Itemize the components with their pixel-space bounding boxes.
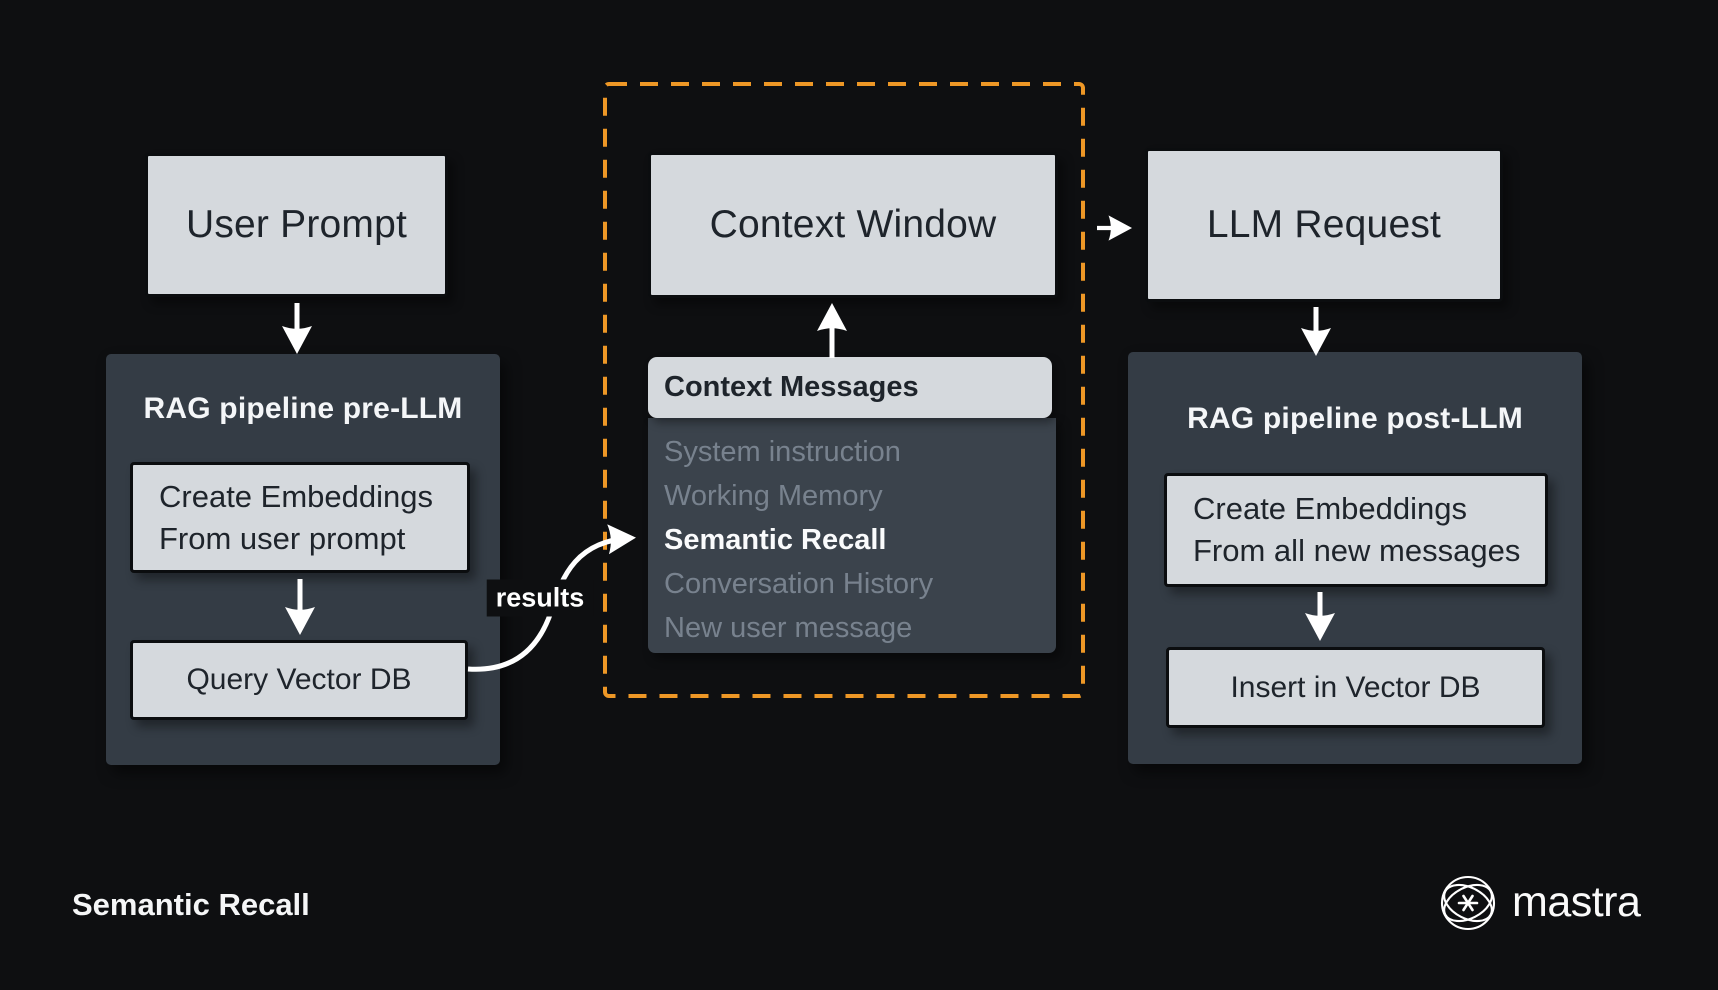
- rag-pipeline-pre-llm-container: RAG pipeline pre-LLM Create Embeddings F…: [106, 354, 500, 765]
- context-messages-label: Context Messages: [664, 371, 919, 403]
- context-window-label: Context Window: [709, 203, 997, 246]
- diagram-caption: Semantic Recall: [72, 887, 310, 922]
- create-embeddings-line1: Create Embeddings: [159, 478, 433, 514]
- create-embeddings2-line2: From all new messages: [1193, 533, 1521, 568]
- rag-pipeline-post-llm-container: RAG pipeline post-LLM Create Embeddings …: [1128, 352, 1582, 764]
- context-item-semantic-recall: Semantic Recall: [664, 524, 887, 556]
- create-embeddings-line2: From user prompt: [159, 520, 406, 556]
- context-messages-header: Context Messages: [648, 357, 1052, 418]
- context-item-new-user-message: New user message: [664, 612, 913, 644]
- query-vector-db-node: Query Vector DB: [130, 640, 468, 720]
- create-embeddings-from-new-messages-node: Create Embeddings From all new messages: [1164, 473, 1548, 587]
- context-messages-panel: System instruction Working Memory Semant…: [648, 418, 1056, 653]
- context-window-node: Context Window: [648, 152, 1058, 298]
- create-embeddings2-line1: Create Embeddings: [1193, 491, 1467, 526]
- llm-request-label: LLM Request: [1206, 203, 1442, 246]
- user-prompt-node: User Prompt: [145, 153, 448, 297]
- context-item-working-memory: Working Memory: [664, 480, 883, 512]
- results-edge-label: results: [486, 579, 594, 617]
- mastra-orbit-logo-icon: [1440, 875, 1496, 931]
- query-vector-db-label: Query Vector DB: [186, 663, 412, 696]
- llm-request-node: LLM Request: [1145, 148, 1503, 302]
- user-prompt-label: User Prompt: [185, 203, 408, 246]
- rag-pipeline-pre-llm-title: RAG pipeline pre-LLM: [143, 392, 463, 425]
- rag-pipeline-post-llm-title: RAG pipeline post-LLM: [1187, 402, 1523, 435]
- create-embeddings-from-user-prompt-node: Create Embeddings From user prompt: [130, 462, 470, 573]
- context-item-conversation-history: Conversation History: [664, 568, 934, 600]
- insert-in-vector-db-node: Insert in Vector DB: [1166, 647, 1545, 728]
- mastra-brand-wordmark: mastra: [1512, 878, 1641, 926]
- context-item-system-instruction: System instruction: [664, 436, 901, 468]
- insert-in-vector-db-label: Insert in Vector DB: [1230, 670, 1481, 704]
